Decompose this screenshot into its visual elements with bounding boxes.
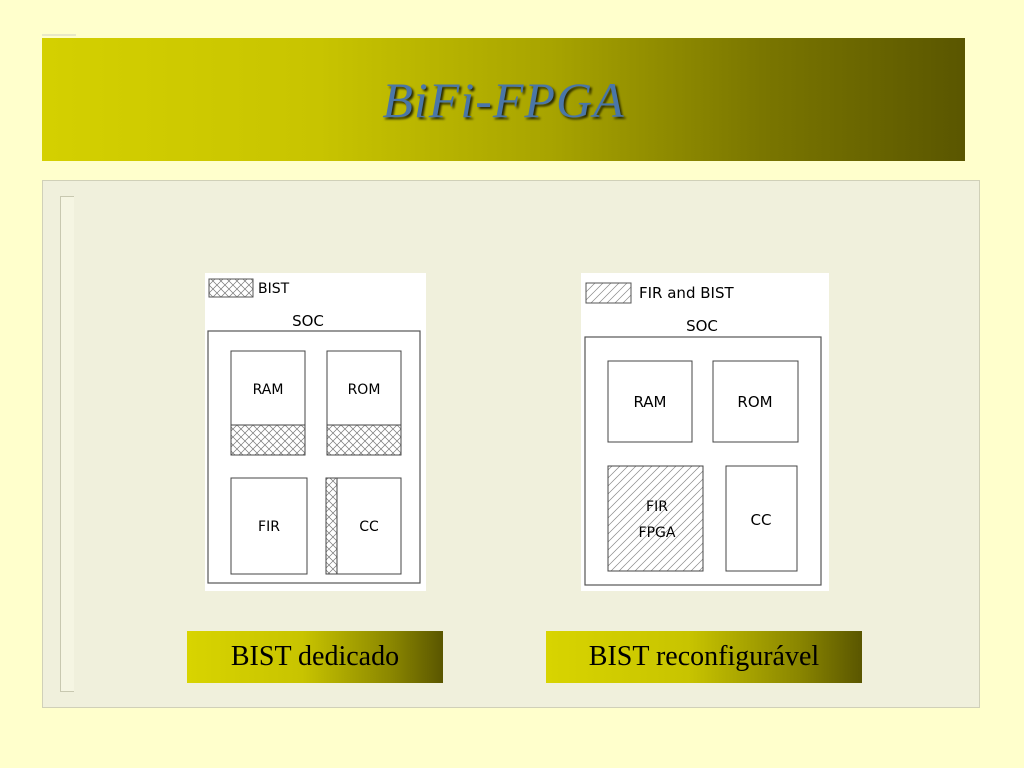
ram-block bbox=[607, 360, 693, 443]
soc-label: SOC bbox=[686, 317, 718, 335]
soc-label: SOC bbox=[292, 312, 324, 330]
rom-bist-region bbox=[326, 424, 402, 456]
rom-label: ROM bbox=[348, 382, 381, 398]
soc-boundary bbox=[584, 336, 822, 586]
rom-label: ROM bbox=[737, 393, 772, 411]
ram-label: RAM bbox=[633, 393, 666, 411]
dedicated-bist-svg: BIST SOC RAM ROM FIR CC bbox=[207, 278, 421, 584]
legend-fir-bist-label: FIR and BIST bbox=[639, 284, 734, 302]
legend-fir-bist-swatch bbox=[585, 282, 632, 304]
legend-bist-label: BIST bbox=[258, 281, 290, 297]
legend-bist-swatch bbox=[208, 278, 254, 298]
cc-label: CC bbox=[359, 519, 379, 535]
reconfigurable-bist-svg: FIR and BIST SOC RAM ROM FIR FPGA CC bbox=[584, 282, 822, 586]
fir-fpga-block bbox=[607, 465, 704, 572]
fir-label: FIR bbox=[646, 499, 668, 515]
reconfigurable-bist-diagram: FIR and BIST SOC RAM ROM FIR FPGA CC bbox=[581, 273, 829, 591]
fir-block bbox=[230, 477, 308, 575]
fpga-label: FPGA bbox=[639, 525, 676, 541]
fir-label: FIR bbox=[258, 519, 280, 535]
caption-dedicated-bist: BIST dedicado bbox=[187, 631, 443, 683]
slide-title: BiFi-FPGA bbox=[382, 71, 625, 128]
cc-block bbox=[725, 465, 798, 572]
cc-bist-region bbox=[325, 477, 338, 575]
caption-reconfigurable-bist: BIST reconfigurável bbox=[546, 631, 862, 683]
left-bracket-rule bbox=[60, 196, 74, 692]
soc-boundary bbox=[207, 330, 421, 584]
ram-bist-region bbox=[230, 424, 306, 456]
ram-label: RAM bbox=[253, 382, 284, 398]
rom-block bbox=[712, 360, 799, 443]
content-panel bbox=[42, 180, 980, 708]
title-accent-line bbox=[42, 34, 76, 36]
title-banner: BiFi-FPGA bbox=[42, 38, 965, 161]
cc-label: CC bbox=[751, 511, 772, 529]
dedicated-bist-diagram: BIST SOC RAM ROM FIR CC bbox=[205, 273, 426, 591]
